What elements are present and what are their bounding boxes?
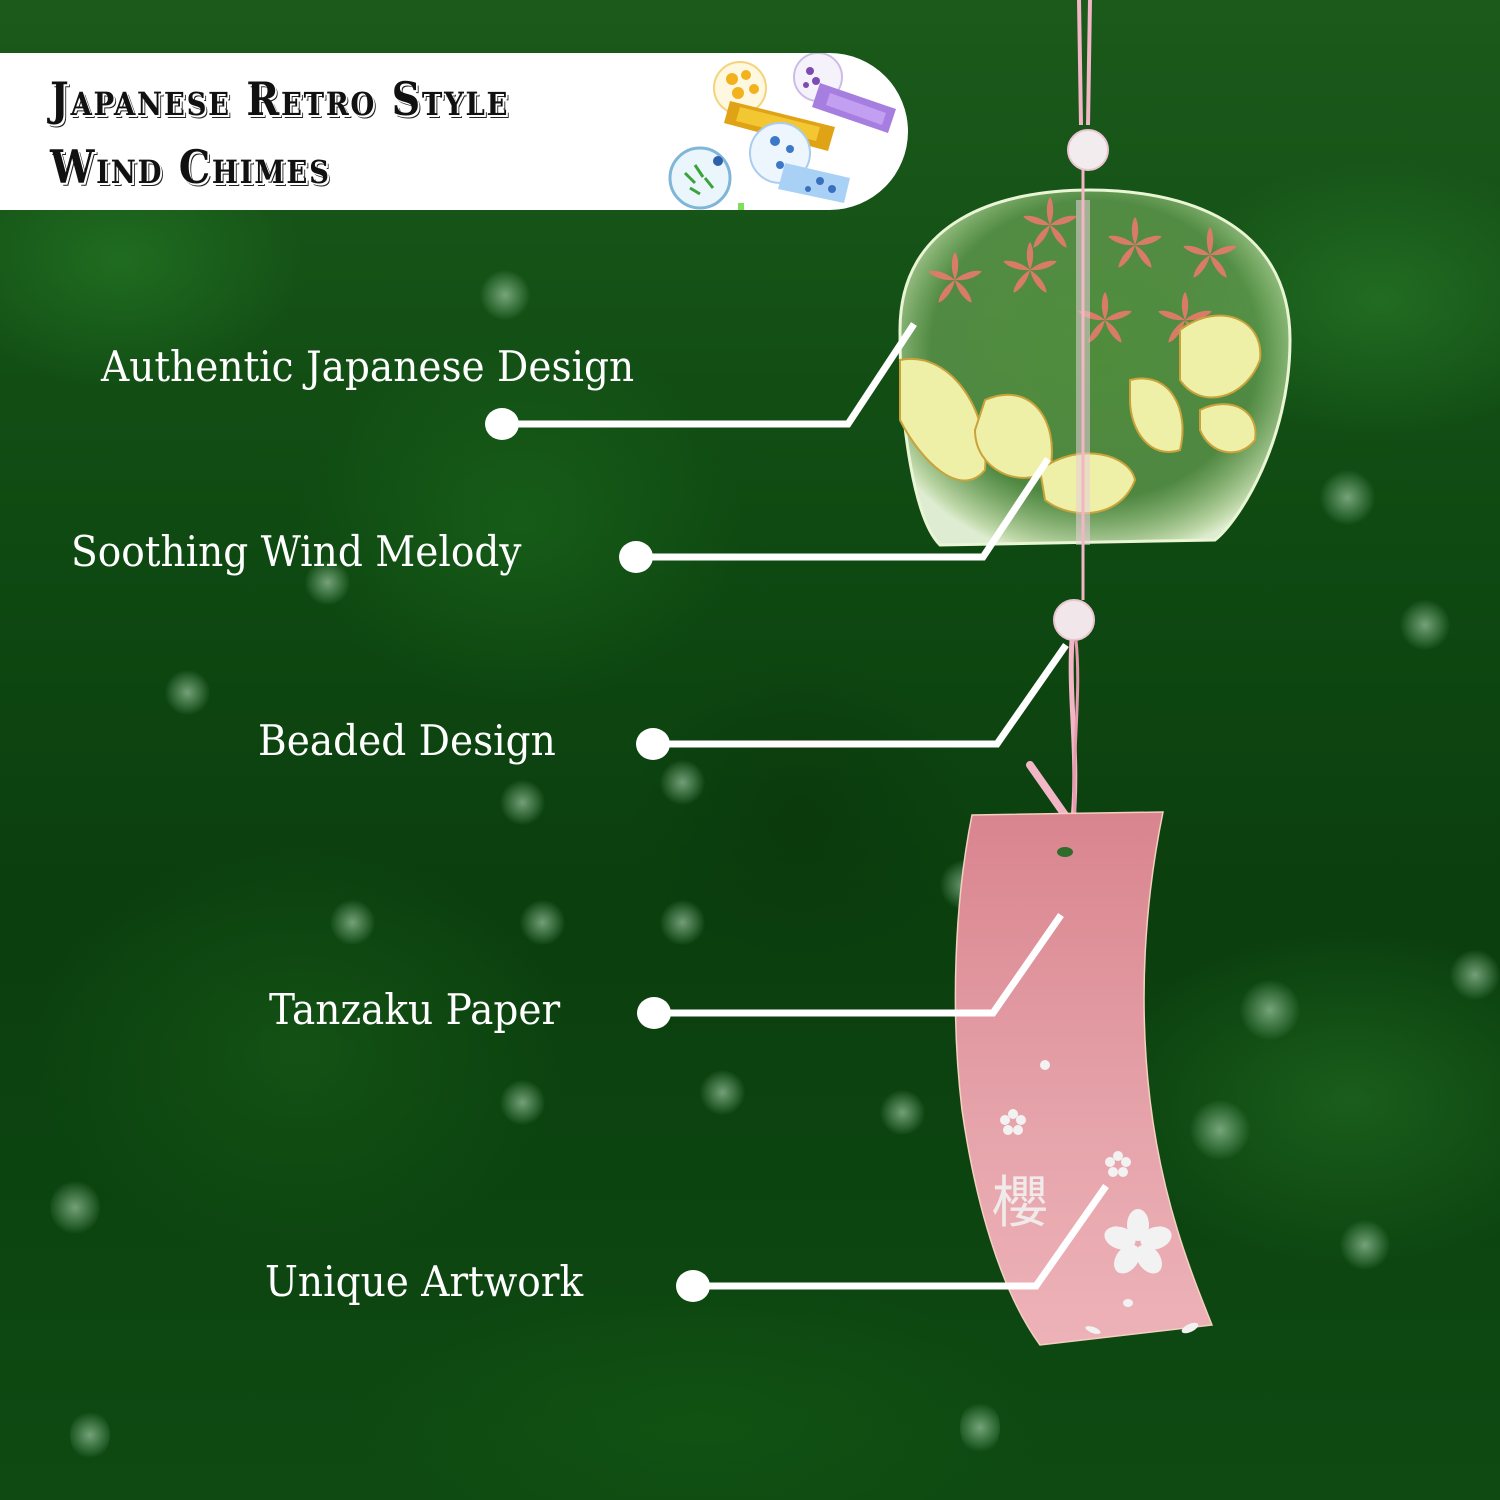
wind-chimes-thumbnail-image — [668, 53, 896, 210]
callout-label-unique-artwork: Unique Artwork — [265, 1257, 584, 1306]
bokeh-light — [305, 560, 350, 605]
callout-lines — [502, 322, 1109, 1290]
callout-line-authentic-design — [502, 322, 917, 428]
callout-dots — [485, 408, 710, 1302]
bokeh-light — [330, 900, 375, 945]
glass-bell — [898, 170, 1292, 600]
bokeh-light — [660, 760, 705, 805]
bokeh-light — [880, 1090, 925, 1135]
bokeh-light — [1400, 600, 1450, 650]
tanzaku-paper: 櫻 — [954, 811, 1214, 1346]
title-line-2: Wind Chimes — [50, 140, 331, 194]
callout-label-beaded-design: Beaded Design — [258, 716, 556, 765]
bokeh-light — [1320, 470, 1375, 525]
bokeh-light — [660, 900, 705, 945]
bokeh-light — [1240, 980, 1300, 1040]
kanji-text: 櫻 — [992, 1171, 1048, 1236]
hanging-string — [1077, 0, 1092, 126]
bokeh-light — [1450, 950, 1500, 1000]
callout-line-tanzaku-paper — [654, 913, 1064, 1017]
callout-label-wind-melody: Soothing Wind Melody — [71, 527, 522, 576]
bokeh-light — [165, 670, 210, 715]
bokeh-light — [1340, 1220, 1390, 1270]
bokeh-light — [1190, 1100, 1250, 1160]
title-line-1: Japanese Retro Style — [50, 72, 510, 126]
title-banner: Japanese Retro Style Wind Chimes — [0, 53, 908, 210]
paper-hole — [1057, 847, 1073, 857]
bokeh-light — [70, 1410, 110, 1460]
top-bead — [1067, 129, 1109, 171]
bokeh-light — [500, 1080, 545, 1125]
bokeh-light — [500, 780, 545, 825]
callout-label-tanzaku-paper: Tanzaku Paper — [269, 985, 561, 1034]
bead — [1053, 599, 1095, 641]
bokeh-light — [700, 1070, 745, 1115]
callout-line-unique-artwork — [693, 1183, 1109, 1290]
paper-artwork — [1000, 1060, 1199, 1334]
callout-line-wind-melody — [636, 457, 1051, 561]
callout-line-beaded-design — [653, 642, 1069, 748]
bokeh-light — [520, 900, 565, 945]
callout-label-authentic-design: Authentic Japanese Design — [101, 342, 635, 391]
bokeh-light — [480, 270, 530, 320]
page-title: Japanese Retro Style Wind Chimes — [50, 65, 509, 201]
lower-string — [1026, 639, 1080, 831]
bokeh-light — [50, 1180, 100, 1235]
bokeh-light — [960, 1400, 1000, 1455]
